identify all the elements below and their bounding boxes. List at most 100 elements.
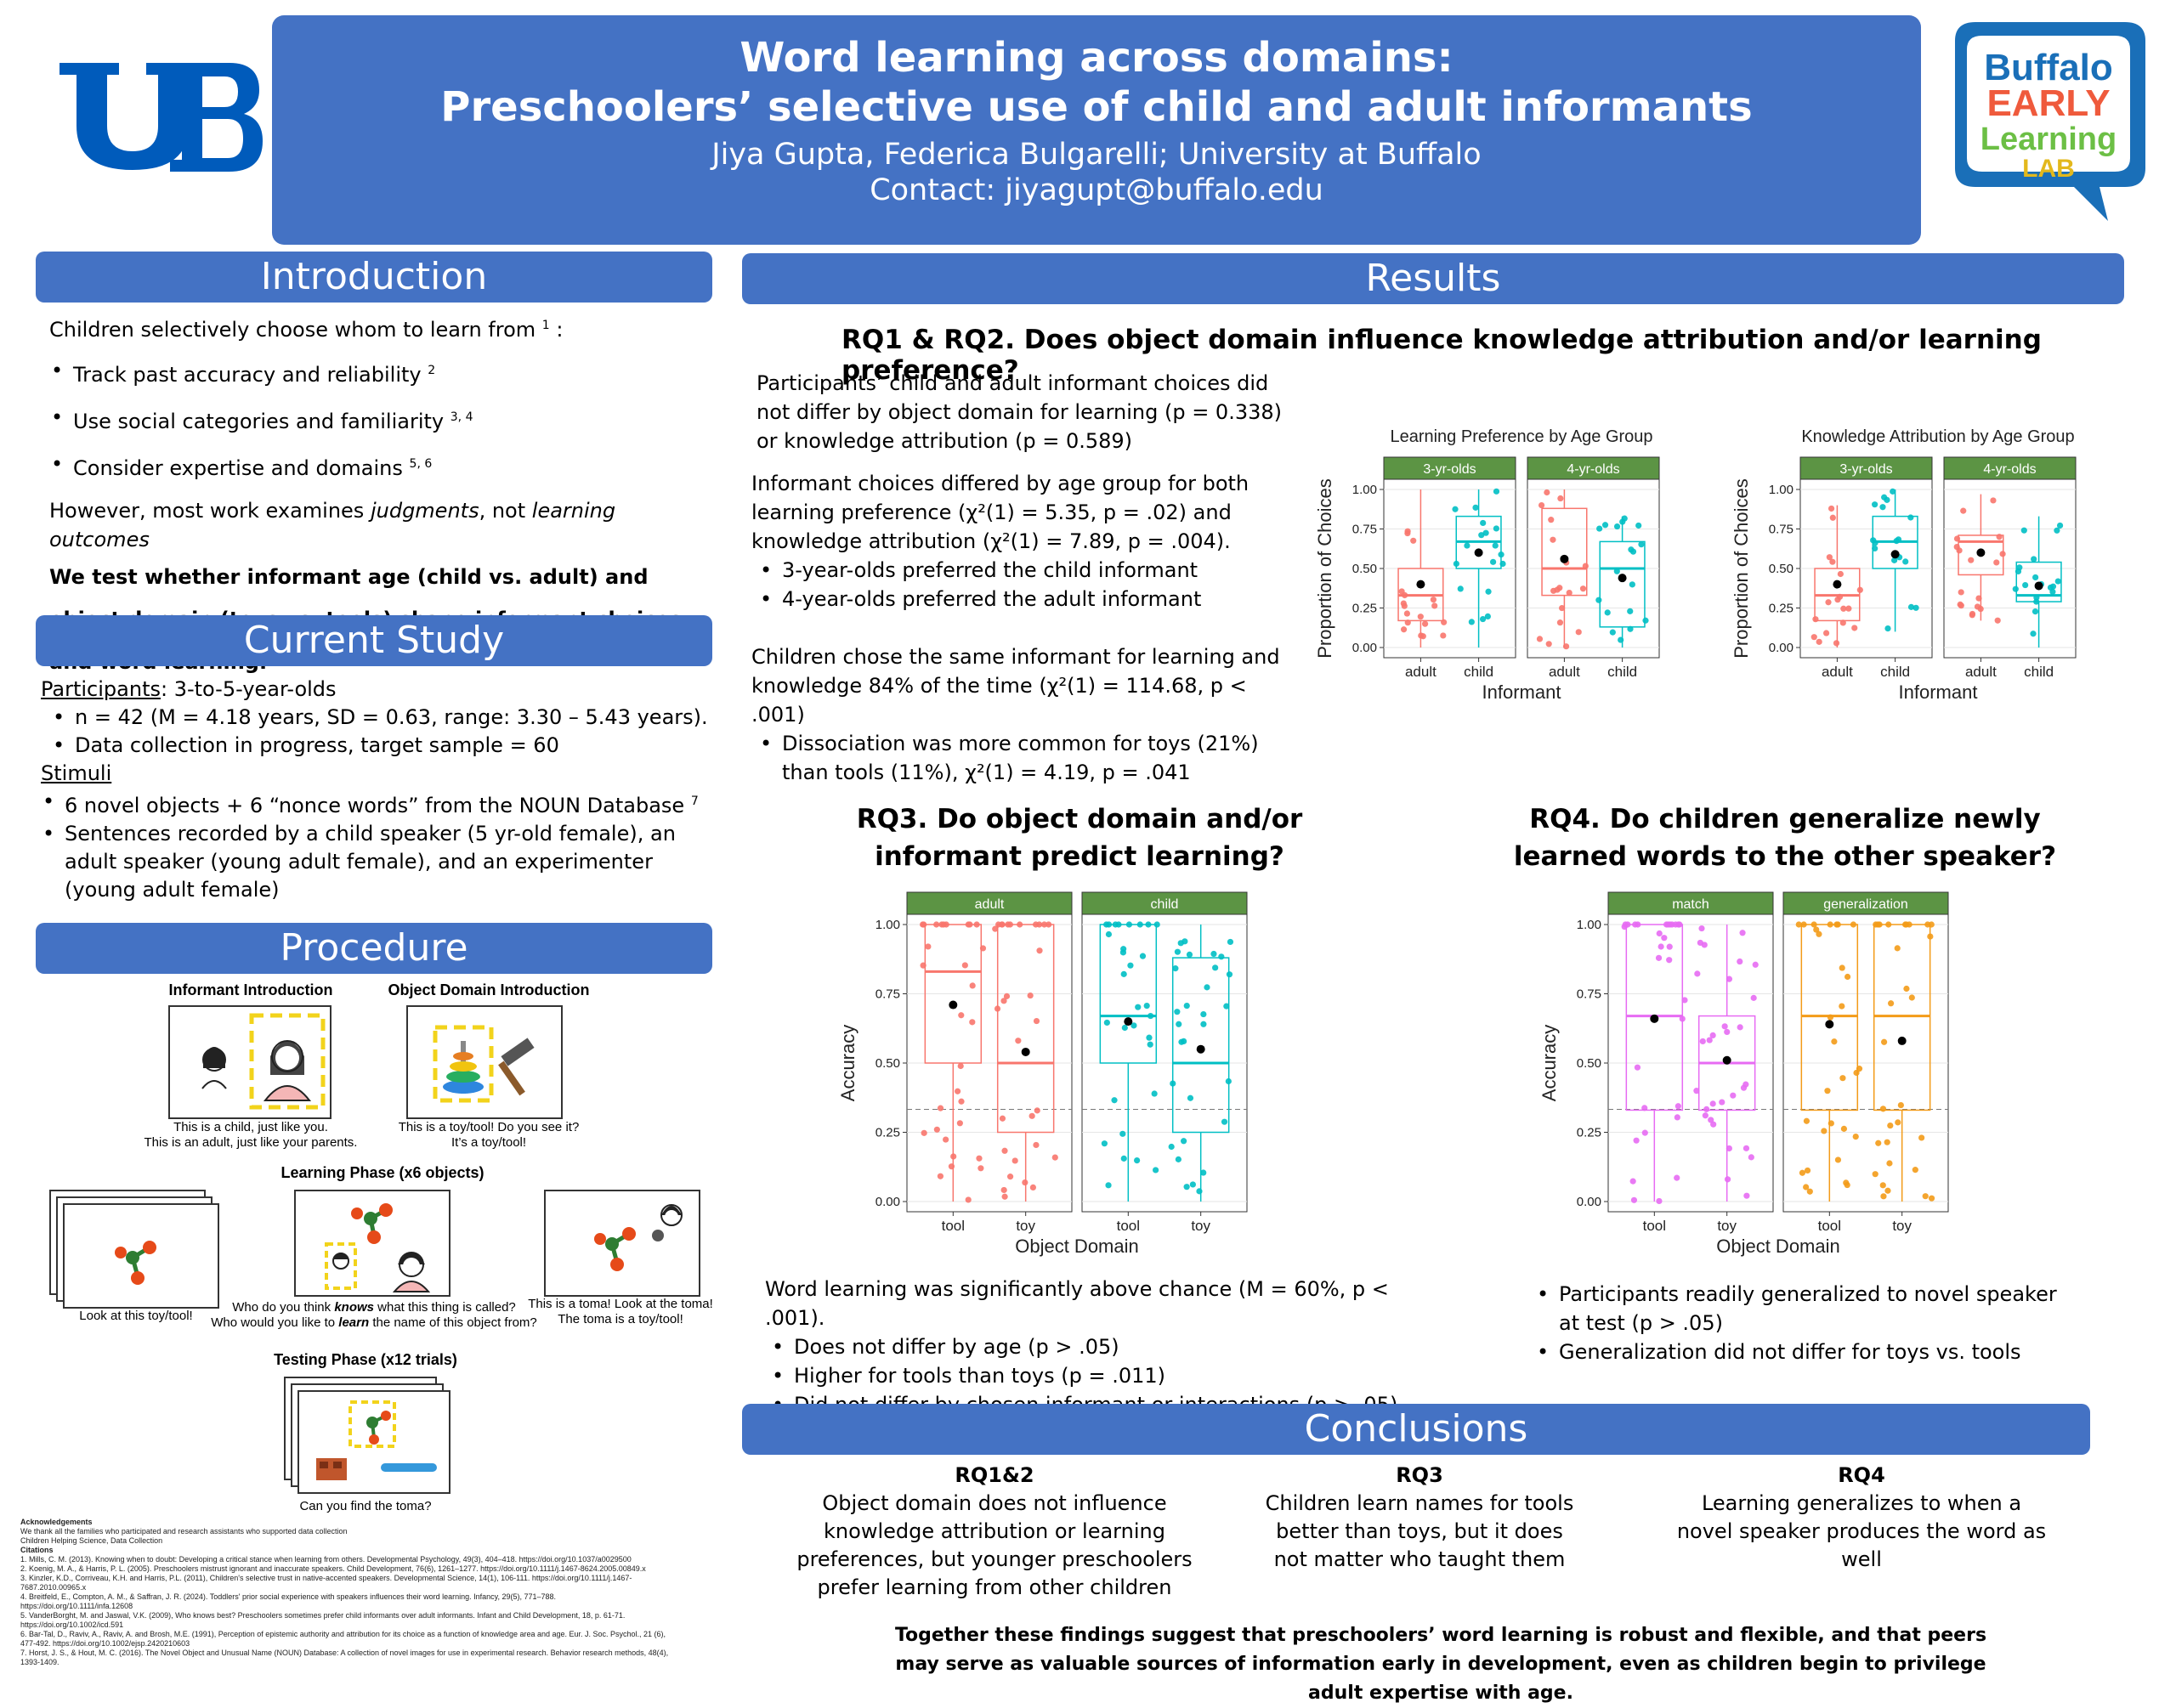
data-point: [1693, 1088, 1700, 1094]
data-point: [1420, 633, 1426, 640]
data-point: [1928, 1195, 1935, 1202]
data-point: [1147, 1041, 1153, 1048]
poster-title-line1: Word learning across domains:: [740, 34, 1454, 82]
data-point: [1029, 1184, 1037, 1191]
rq4-block: Participants readily generalized to nove…: [1530, 1280, 2057, 1366]
y-axis-label: Proportion of Choices: [1314, 478, 1335, 659]
data-point: [1953, 535, 1961, 542]
data-point: [1890, 488, 1896, 495]
data-point: [1812, 616, 1819, 623]
data-point: [1912, 1167, 1918, 1174]
data-point: [1040, 921, 1048, 928]
x-tick-label: tool: [942, 1218, 965, 1234]
data-point: [1619, 518, 1626, 525]
y-tick-label: 0.75: [1577, 987, 1601, 1002]
contact: Contact: jiyagupt@buffalo.edu: [870, 173, 1323, 207]
intro-lead-text: Children selectively choose whom to lear…: [49, 318, 536, 342]
poster-title-line2: Preschoolers’ selective use of child and…: [440, 83, 1753, 131]
data-point: [1960, 507, 1967, 514]
data-point: [1856, 586, 1863, 593]
learn-caption-2: Who do you think knows what this thing i…: [211, 1300, 537, 1330]
y-tick-label: 0.25: [1577, 1126, 1601, 1140]
data-point: [2056, 522, 2064, 529]
data-point: [940, 921, 947, 928]
data-point: [1837, 570, 1844, 578]
data-point: [1737, 1024, 1743, 1031]
mean-point: [1416, 580, 1425, 589]
data-point: [1681, 997, 1688, 1004]
y-axis-label: Accuracy: [837, 1025, 858, 1101]
y-tick-label: 0.25: [876, 1126, 900, 1140]
data-point: [1410, 537, 1417, 544]
data-point: [1748, 1154, 1754, 1161]
data-point: [1872, 545, 1878, 552]
intro-however: However, most work examines judgments, n…: [49, 499, 616, 551]
y-tick-label: 0.75: [1769, 523, 1794, 537]
data-point: [1833, 640, 1840, 647]
y-axis-label: Proportion of Choices: [1731, 478, 1752, 659]
x-tick-label: adult: [1405, 664, 1436, 680]
data-point: [1000, 1186, 1007, 1194]
data-point: [1119, 1130, 1126, 1137]
data-point: [1478, 532, 1485, 539]
citation: 4. Breitfeld, E., Compton, A. M., & Saff…: [20, 1592, 557, 1601]
box: [1873, 924, 1931, 1111]
mean-point: [1825, 1020, 1834, 1029]
data-point: [1679, 1015, 1686, 1022]
data-point: [978, 1165, 984, 1172]
data-point: [1674, 1103, 1681, 1110]
data-point: [1810, 634, 1817, 641]
data-point: [1178, 1038, 1185, 1045]
data-point: [1538, 501, 1545, 509]
x-tick-label: child: [1880, 664, 1910, 680]
x-tick-label: toy: [1016, 1218, 1035, 1234]
data-point: [937, 1173, 944, 1179]
data-point: [937, 1105, 944, 1111]
data-point: [1595, 597, 1602, 603]
data-point: [1839, 1003, 1845, 1010]
data-point: [1629, 1178, 1636, 1185]
data-point: [1111, 1097, 1118, 1104]
citation: 477-492. https://doi.org/10.1002/ejsp.24…: [20, 1639, 190, 1648]
data-point: [1828, 1120, 1834, 1127]
data-point: [1629, 548, 1637, 555]
data-point: [1831, 1038, 1838, 1045]
data-point: [973, 921, 980, 928]
data-point: [1403, 610, 1410, 617]
ack-text2: Children Helping Science, Data Collectio…: [20, 1536, 163, 1545]
data-point: [999, 1115, 1006, 1122]
data-point: [1105, 1182, 1112, 1189]
data-point: [1001, 1193, 1008, 1200]
data-point: [1003, 993, 1011, 999]
data-point: [1724, 1176, 1731, 1183]
data-point: [1993, 559, 2000, 566]
data-point: [1046, 921, 1052, 928]
data-point: [1036, 947, 1043, 954]
data-point: [1417, 614, 1424, 620]
y-tick-label: 0.25: [1352, 602, 1377, 616]
data-point: [1642, 617, 1649, 624]
rq3-title: RQ3. Do object domain and/or informant p…: [856, 804, 1303, 872]
data-point: [1400, 626, 1408, 633]
data-point: [994, 1005, 1001, 1012]
data-point: [1556, 585, 1563, 591]
citation: 1393-1409.: [20, 1658, 60, 1666]
data-point: [1872, 1171, 1878, 1178]
data-point: [1566, 590, 1572, 597]
x-axis-label: Informant: [1899, 682, 1978, 703]
data-point: [1028, 1112, 1035, 1119]
informant-intro-caption: This is a child, just like you. This is …: [144, 1120, 358, 1150]
data-point: [1885, 921, 1892, 928]
x-tick-label: tool: [1643, 1218, 1666, 1234]
data-point: [1015, 1038, 1022, 1044]
facet-strip: [1607, 891, 1774, 915]
data-point: [1907, 514, 1914, 521]
data-point: [1635, 522, 1642, 529]
data-point: [1189, 1181, 1196, 1188]
data-point: [979, 945, 987, 952]
data-point: [1672, 921, 1679, 928]
data-point: [1968, 557, 1975, 563]
data-point: [1839, 964, 1845, 971]
data-point: [2049, 583, 2057, 590]
data-point: [1879, 1182, 1886, 1189]
